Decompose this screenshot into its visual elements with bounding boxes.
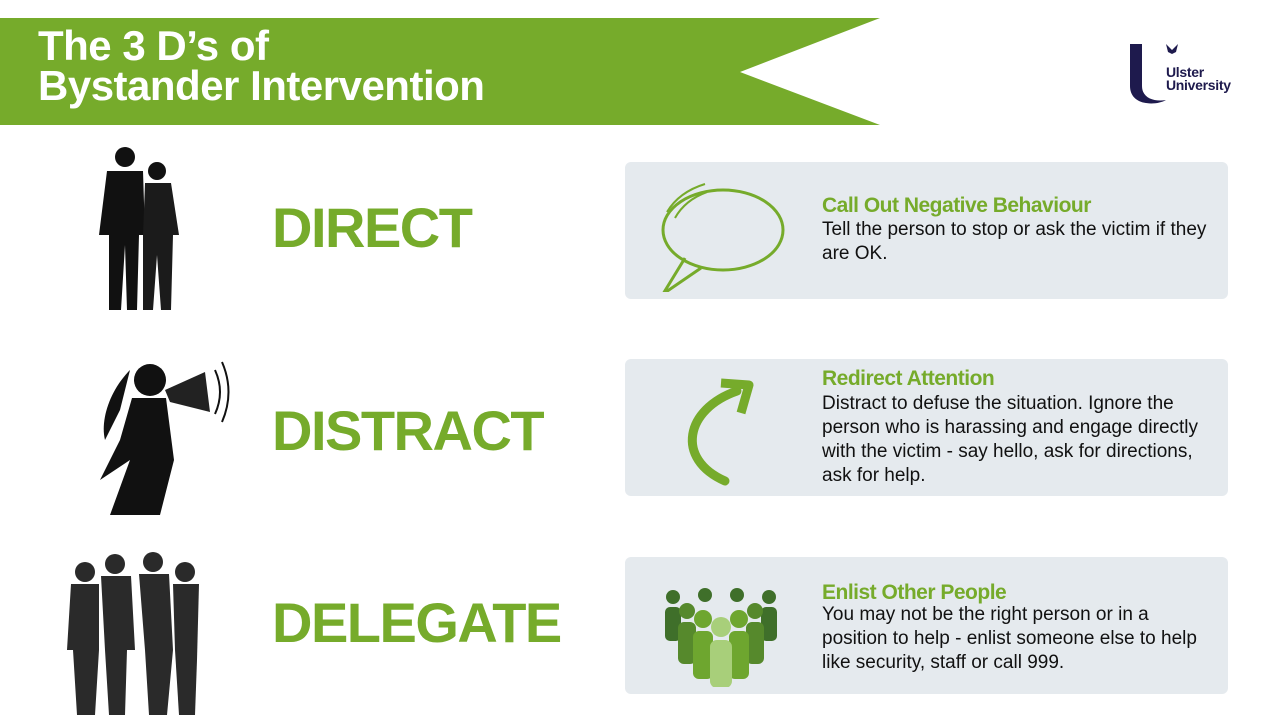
word-direct: DIRECT bbox=[272, 196, 473, 259]
card-heading: Redirect Attention bbox=[822, 367, 995, 390]
logo-line-2: University bbox=[1166, 77, 1231, 93]
distract-card: Redirect Attention Distract to defuse th… bbox=[625, 359, 1228, 496]
group-silhouette bbox=[67, 552, 199, 715]
woman-with-megaphone-silhouette bbox=[100, 361, 230, 515]
title-line-1: The 3 D’s of bbox=[38, 22, 269, 69]
speech-bubble-icon bbox=[661, 183, 785, 292]
card-body: You may not be the right person or in a … bbox=[822, 604, 1197, 673]
title-line-2: Bystander Intervention bbox=[38, 62, 485, 109]
card-heading: Call Out Negative Behaviour bbox=[822, 194, 1091, 217]
logo-line-1: Ulster bbox=[1166, 64, 1204, 80]
delegate-card: Enlist Other People You may not be the r… bbox=[625, 557, 1228, 694]
group-of-people-icon bbox=[665, 588, 777, 687]
title-banner bbox=[0, 18, 880, 125]
two-people-silhouette bbox=[99, 147, 179, 310]
card-body: Tell the person to stop or ask the victi… bbox=[822, 219, 1207, 264]
card-heading: Enlist Other People bbox=[822, 581, 1007, 604]
direct-card: Call Out Negative Behaviour Tell the per… bbox=[625, 162, 1228, 299]
card-body: Distract to defuse the situation. Ignore… bbox=[822, 393, 1199, 486]
word-distract: DISTRACT bbox=[272, 399, 545, 462]
word-delegate: DELEGATE bbox=[272, 591, 562, 654]
ulster-university-logo bbox=[1130, 44, 1178, 104]
curved-arrow-icon bbox=[687, 378, 754, 486]
